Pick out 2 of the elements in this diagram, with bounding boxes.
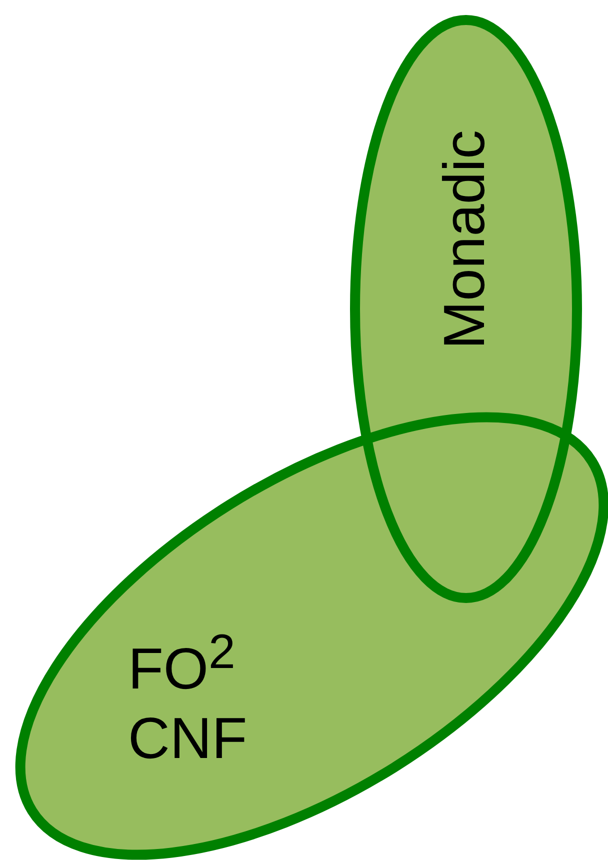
region-label: FO$^{2}$ CNF xyxy=(128,624,248,774)
region-label: Monadic xyxy=(435,130,495,350)
